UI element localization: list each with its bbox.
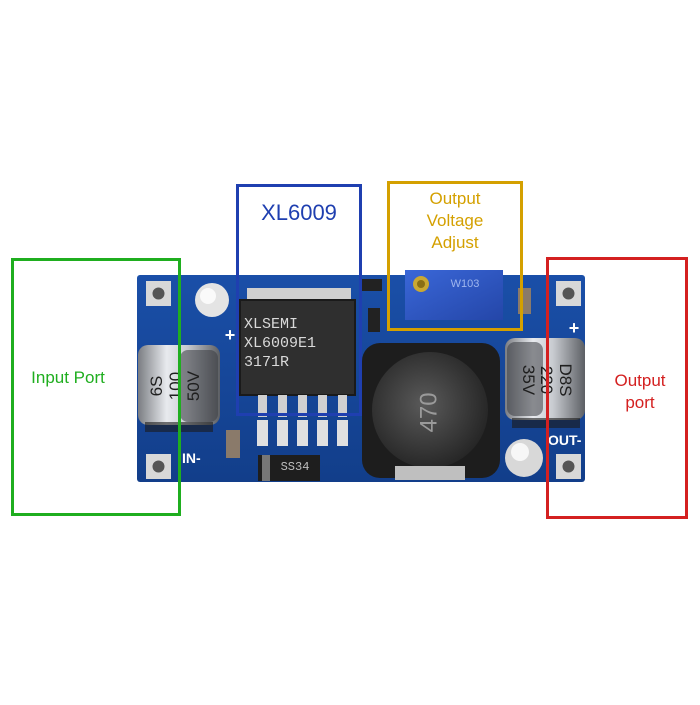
- chip-marking-line2: XL6009E1: [244, 334, 317, 352]
- chip-marking-line1: XLSEMI: [244, 316, 299, 333]
- inductor-470: [362, 343, 500, 480]
- plus-right-label: +: [568, 318, 580, 338]
- input-minus-pad: [146, 454, 171, 479]
- chip-callout-label: XL6009: [261, 200, 337, 225]
- chip-marking: XLSEMI XL6009E1 3171R: [244, 316, 349, 372]
- smd-resistor-top: [362, 279, 382, 291]
- in-minus-label: IN-: [182, 450, 201, 466]
- trim-potentiometer: [405, 270, 503, 320]
- smd-resistor-side: [368, 308, 380, 332]
- chip-callout-box: [236, 184, 362, 416]
- output-callout-label: Output port: [600, 370, 680, 414]
- adjust-callout-label: Output Voltage Adjust: [389, 188, 521, 254]
- adjust-label-line2: Voltage: [426, 211, 484, 231]
- chip-marking-line3: 3171R: [244, 353, 290, 371]
- output-plus-pad: [556, 281, 581, 306]
- input-cap-line3: 50V: [184, 370, 204, 402]
- output-callout-box: [546, 257, 688, 519]
- smd-dome-left: [195, 283, 229, 317]
- input-plus-pad: [146, 281, 171, 306]
- ss34-diode: [258, 455, 320, 481]
- adjust-callout-box: [387, 181, 523, 331]
- xl6009-chip: [239, 288, 356, 446]
- plus-left-label: +: [224, 325, 236, 345]
- output-label-line2: port: [625, 393, 655, 413]
- smd-dome-right: [505, 439, 543, 477]
- pot-marking: W103: [450, 278, 480, 290]
- adjust-label-line3: Adjust: [431, 233, 479, 253]
- smd-cap-left: [226, 430, 240, 458]
- input-callout-box: [11, 258, 181, 516]
- output-label-line1: Output: [614, 371, 666, 390]
- inductor-marking: 470: [415, 392, 443, 433]
- out-minus-label: OUT-: [548, 432, 582, 448]
- input-callout-label: Input Port: [31, 368, 105, 387]
- adjust-label-line1: Output: [429, 189, 481, 208]
- diode-marking: SS34: [280, 460, 310, 474]
- output-cap-line3: 35V: [518, 364, 538, 396]
- output-minus-pad: [556, 454, 581, 479]
